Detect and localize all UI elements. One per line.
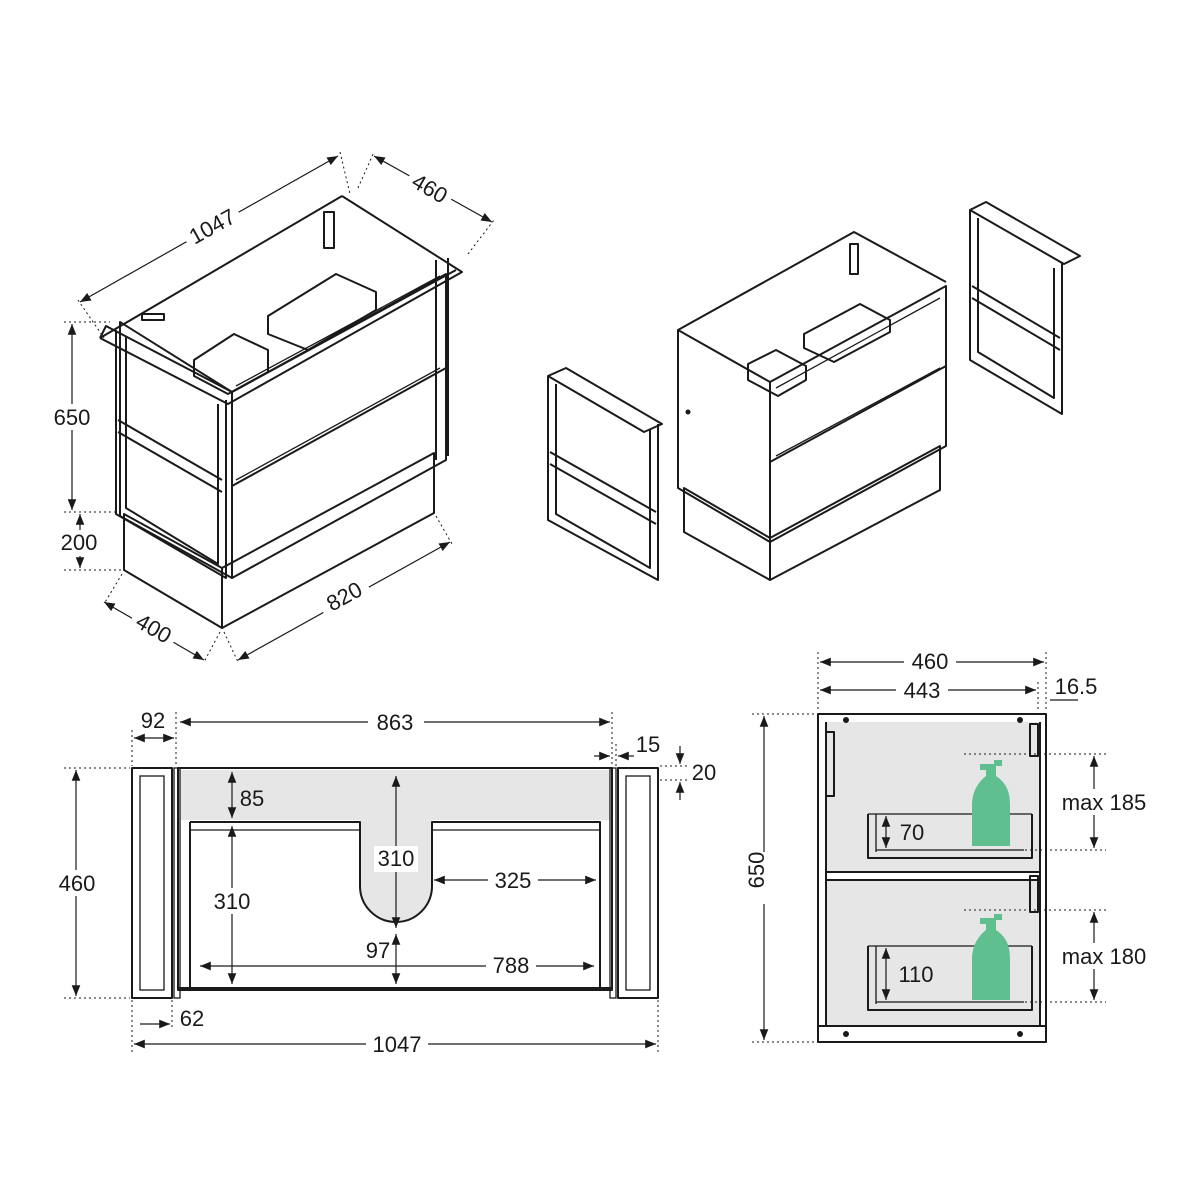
dim-height-label: 650	[54, 405, 91, 430]
dim-top-edge-label: 20	[692, 760, 716, 785]
iso-vanity-unit: 1047 460 650 200 400 820	[48, 151, 495, 663]
dim-frame-side-label: 92	[141, 708, 165, 733]
dim-inner-width-label: 863	[377, 710, 414, 735]
dim-frame-gap-label: 15	[636, 732, 660, 757]
dim-front-offset-label: 85	[240, 786, 264, 811]
dim-side-reach-label: 325	[495, 868, 532, 893]
dim-plinth-label: 200	[61, 530, 98, 555]
dim-cutout-depth-label: 310	[378, 846, 415, 871]
side-dim-upper-clear-label: max 185	[1062, 790, 1146, 815]
side-dim-panel-label: 16.5	[1055, 674, 1098, 699]
plan-view: 92 863 15 20 460 85 310 310	[52, 708, 716, 1057]
dim-total-width-label: 1047	[373, 1032, 422, 1057]
exploded-vanity-unit	[547, 201, 1081, 581]
side-dim-inner-depth-label: 443	[904, 678, 941, 703]
soap-bottle-icon	[972, 760, 1010, 846]
side-dim-depth-label: 460	[912, 649, 949, 674]
dim-drawer-width-label: 788	[493, 953, 530, 978]
side-section: 460 443 16.5 650 max 185 70 max 180 110	[744, 648, 1152, 1043]
side-dim-height-label: 650	[744, 852, 769, 889]
dim-base-offset-label: 62	[180, 1006, 204, 1031]
dim-depth-label: 460	[59, 871, 96, 896]
dim-cutout-gap-label: 97	[366, 938, 390, 963]
dim-drawer-depth-label: 310	[214, 889, 251, 914]
soap-bottle-icon	[972, 914, 1010, 1000]
side-dim-upper-tray-label: 70	[900, 820, 924, 845]
side-dim-lower-tray-label: 110	[898, 962, 933, 987]
side-dim-lower-clear-label: max 180	[1062, 944, 1146, 969]
